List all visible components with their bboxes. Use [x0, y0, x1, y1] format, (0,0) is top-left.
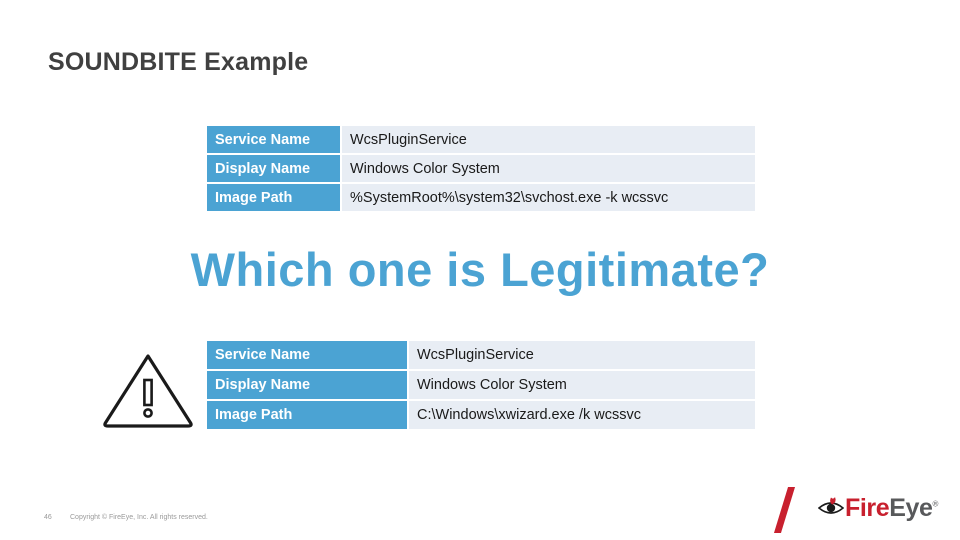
service-table-malicious: Service Name WcsPluginService Display Na…	[207, 341, 755, 429]
table-row: Image Path C:\Windows\xwizard.exe /k wcs…	[207, 401, 755, 429]
page-title: SOUNDBITE Example	[48, 48, 309, 76]
question-heading: Which one is Legitimate?	[190, 243, 770, 296]
table-row: Display Name Windows Color System	[207, 155, 755, 182]
row-value-display-name: Windows Color System	[409, 371, 755, 399]
row-value-service-name: WcsPluginService	[342, 126, 755, 153]
wordmark-second: Eye	[889, 494, 933, 522]
registered-mark: ®	[932, 499, 939, 509]
table-row: Service Name WcsPluginService	[207, 341, 755, 369]
table-row: Service Name WcsPluginService	[207, 126, 755, 153]
service-table-legitimate: Service Name WcsPluginService Display Na…	[207, 126, 755, 211]
row-value-service-name: WcsPluginService	[409, 341, 755, 369]
table-row: Display Name Windows Color System	[207, 371, 755, 399]
brand-slash-icon	[773, 487, 796, 533]
page-number: 46	[44, 514, 52, 521]
row-label-image-path: Image Path	[207, 401, 407, 429]
row-value-display-name: Windows Color System	[342, 155, 755, 182]
fireeye-eye-icon	[817, 495, 845, 519]
row-value-image-path: %SystemRoot%\system32\svchost.exe -k wcs…	[342, 184, 755, 211]
row-label-service-name: Service Name	[207, 126, 340, 153]
fireeye-wordmark: FireEye®	[845, 494, 938, 523]
warning-triangle-icon	[100, 348, 196, 430]
row-label-display-name: Display Name	[207, 155, 340, 182]
wordmark-first: Fire	[845, 494, 890, 522]
row-label-display-name: Display Name	[207, 371, 407, 399]
row-label-image-path: Image Path	[207, 184, 340, 211]
row-label-service-name: Service Name	[207, 341, 407, 369]
copyright-notice: Copyright © FireEye, Inc. All rights res…	[70, 514, 208, 521]
table-row: Image Path %SystemRoot%\system32\svchost…	[207, 184, 755, 211]
row-value-image-path: C:\Windows\xwizard.exe /k wcssvc	[409, 401, 755, 429]
